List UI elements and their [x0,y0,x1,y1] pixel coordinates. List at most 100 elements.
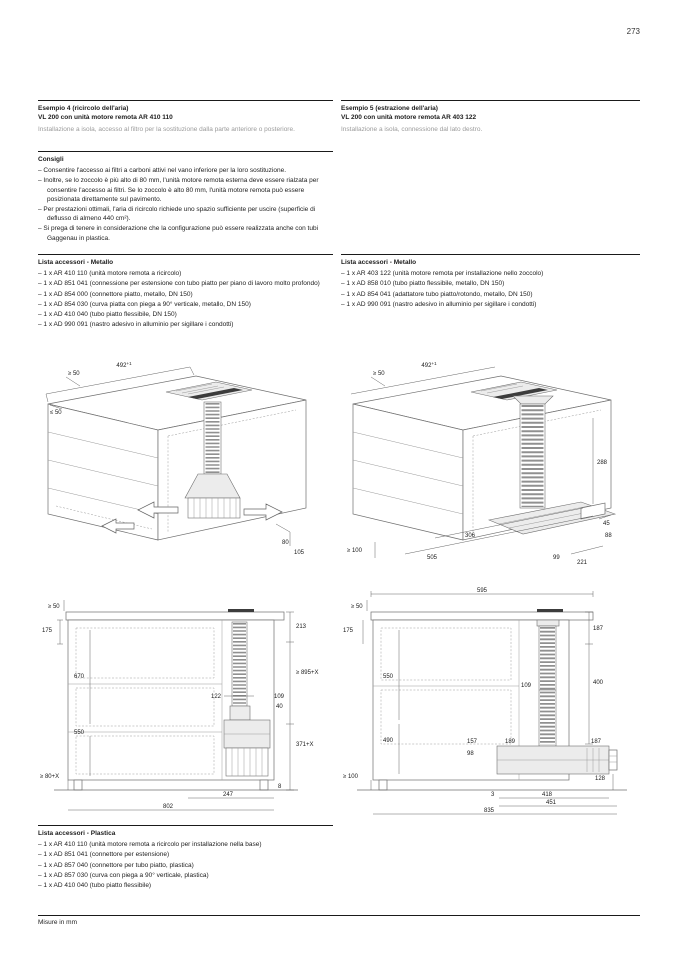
dim-label: 670 [74,674,85,680]
accessory-item: – 1 x AR 410 110 (unità motore remota a … [38,841,262,849]
dim-label: 835 [484,808,495,814]
dim-label: 80 [282,540,289,546]
dim-label: 418 [542,792,553,798]
accessory-item: – 1 x AD 857 040 (connettore per tubo pi… [38,861,194,869]
accessories-plastic-title: Lista accessori - Plastica [38,830,116,837]
dim-label: 490 [383,738,394,744]
accessory-item: – 1 x AD 854 030 (curva piatta con piega… [38,300,251,308]
example5-header: Esempio 5 (estrazione dell'aria) VL 200 … [341,100,640,134]
dim-label: 451 [546,800,557,806]
dim-label: 505 [427,555,438,561]
dim-label: 99 [553,555,560,561]
example4-title: Esempio 4 (ricircolo dell'aria) [38,105,129,112]
dim-label: 45 [603,521,610,527]
page-footer: Misure in mm [38,915,640,926]
diagram-iso-example5: 492+1 ≥ 50 288 306 505 ≥ 100 45 88 99 22… [347,361,617,566]
dim-label: 175 [343,628,354,634]
example5-title: Esempio 5 (estrazione dell'aria) [341,105,438,112]
dim-label: 802 [163,804,174,810]
dim-label-width: 492+1 [421,361,437,369]
dim-label: ≥ 80+X [40,774,59,780]
cooktop-vent [470,381,558,401]
dim-label-width: 492+1 [116,361,132,369]
consiglio-item: – Per prestazioni ottimali, l'aria di ri… [38,205,316,223]
dim-label: ≥ 895+X [296,670,318,676]
section-rule [38,825,333,826]
duct-and-plinth-motor [496,619,618,775]
recirculation-duct [184,401,241,519]
example4-description: Installazione a isola, accesso al filtro… [38,125,295,133]
example4-subtitle: VL 200 con unità motore remota AR 410 11… [38,114,173,122]
accessory-item: – 1 x AR 403 122 (unità motore remota pe… [341,270,544,278]
consigli-title: Consigli [38,156,64,163]
dim-label: 595 [477,588,488,594]
dim-label: 8 [278,784,282,790]
dim-label: ≤ 50 [50,410,62,416]
dim-label: ≥ 50 [351,604,363,610]
dim-label: 122 [211,694,222,700]
section-rule [38,915,640,916]
dim-label: 306 [465,533,476,539]
accessory-item: – 1 x AR 410 110 (unità motore remota a … [38,270,182,278]
example5-description: Installazione a isola, connessione dal l… [341,125,483,133]
diagram-section-example5: 595 ≥ 50 175 550 490 109 187 400 157 189… [343,588,627,815]
dim-label: 109 [521,683,532,689]
dim-label: 221 [577,560,588,566]
example4-header: Esempio 4 (ricircolo dell'aria) VL 200 c… [38,100,333,134]
dim-label: 105 [294,550,305,556]
dimensions: 492+1 ≥ 50 ≤ 50 80 105 [45,361,305,556]
accessory-item: – 1 x AD 854 041 (adattatore tubo piatto… [341,290,533,298]
dim-label: 3 [491,792,495,798]
dim-label: 187 [593,626,604,632]
section-rule [38,100,333,101]
accessories-metal-left: Lista accessori - Metallo – 1 x AR 410 1… [38,254,333,330]
dim-label: ≥ 100 [343,774,359,780]
accessories-metal-right-title: Lista accessori - Metallo [341,259,417,266]
dim-label: 213 [296,624,307,630]
cooktop-vent [165,381,253,401]
accessory-item: – 1 x AD 851 041 (connessione per estens… [38,280,320,288]
dimensions: 595 ≥ 50 175 550 490 109 187 400 157 189… [343,588,617,815]
diagram-section-example4: ≥ 50 175 670 550 213 ≥ 895+X 371+X 122 1… [40,600,318,811]
diagram-iso-example4: 492+1 ≥ 50 ≤ 50 80 105 [45,361,307,556]
dim-label: 400 [593,680,604,686]
accessory-item: – 1 x AD 851 041 (connettore per estensi… [38,851,170,859]
plinth-motor-unit [487,501,617,535]
dimensions: 492+1 ≥ 50 288 306 505 ≥ 100 45 88 99 22… [347,361,612,566]
dimensions: ≥ 50 175 670 550 213 ≥ 895+X 371+X 122 1… [40,600,318,811]
extraction-duct [512,395,554,509]
dim-label: ≥ 50 [48,604,60,610]
section-rule [341,100,640,101]
airflow-arrows [101,501,283,534]
dim-label: ≥ 50 [373,371,385,377]
page-number: 273 [626,27,640,36]
dim-label: 189 [505,739,516,745]
dim-label: ≥ 50 [68,371,80,377]
dim-label: 40 [276,704,283,710]
consiglio-item: – Inoltre, se lo zoccolo è più alto di 8… [38,177,319,203]
dim-label: 88 [605,533,612,539]
section-rule [38,151,333,152]
accessories-metal-right: Lista accessori - Metallo – 1 x AR 403 1… [341,254,640,310]
accessory-item: – 1 x AD 410 040 (tubo piatto flessibile… [38,881,152,889]
dim-label: 98 [467,751,474,757]
section-rule [38,254,333,255]
units-note: Misure in mm [38,919,78,926]
accessory-item: – 1 x AD 857 030 (curva con piega a 90° … [38,871,209,879]
accessory-item: – 1 x AD 858 010 (tubo piatto flessibile… [341,280,505,288]
dim-label: 175 [42,628,53,634]
consiglio-item: – Consentire l'accesso ai filtri a carbo… [38,167,287,175]
consiglio-item: – Si prega di tenere in considerazione c… [38,225,319,242]
section-rule [341,254,640,255]
accessory-item: – 1 x AD 410 040 (tubo piatto flessibile… [38,310,177,318]
consigli-section: Consigli – Consentire l'accesso ai filtr… [38,151,333,244]
dim-label: 187 [591,739,602,745]
accessory-item: – 1 x AD 990 091 (nastro adesivo in allu… [341,300,537,308]
accessories-metal-left-title: Lista accessori - Metallo [38,259,114,266]
dim-label: 157 [467,739,478,745]
dim-label: 128 [595,776,606,782]
accessories-plastic-left: Lista accessori - Plastica – 1 x AR 410 … [38,825,333,891]
accessory-item: – 1 x AD 990 091 (nastro adesivo in allu… [38,321,234,329]
dim-label: 550 [383,674,394,680]
